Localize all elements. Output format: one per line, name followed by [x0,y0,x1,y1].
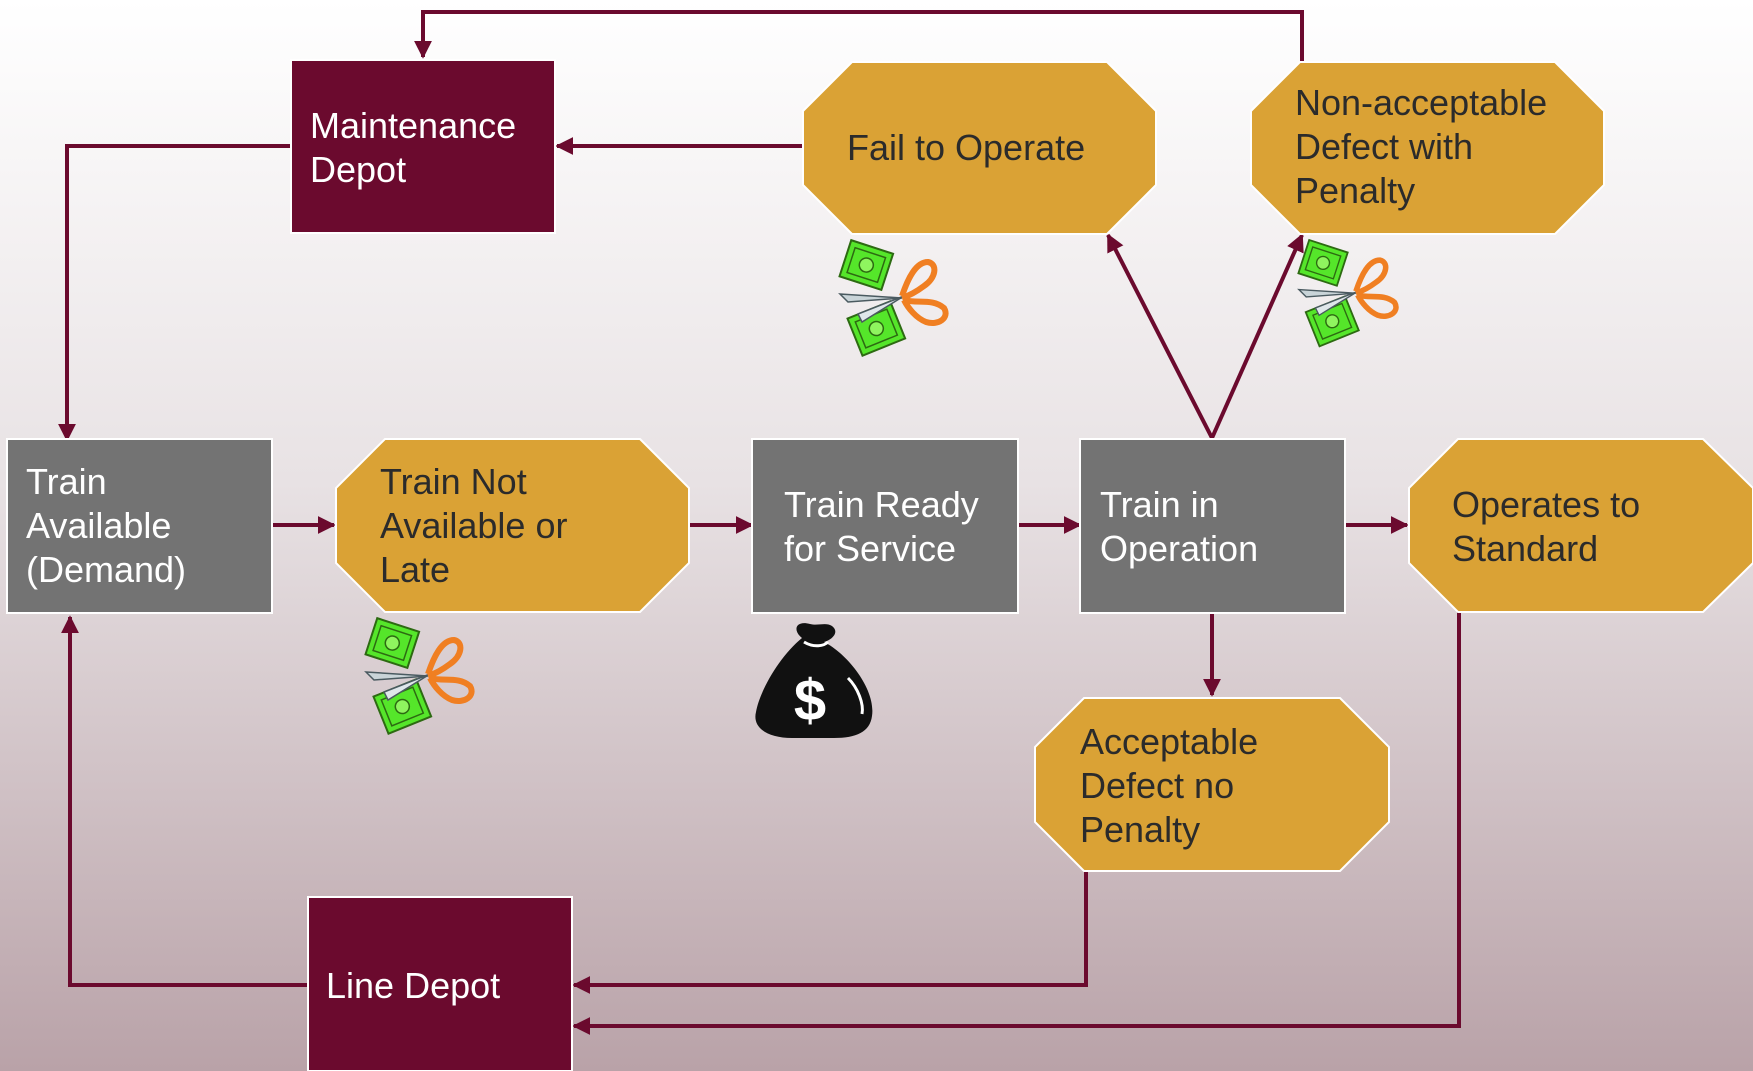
money-scissors-icon [840,240,946,355]
connectors [58,10,1461,1035]
money-scissors-icon [366,618,472,733]
money-scissors-icon [1298,240,1396,346]
train-available-box [6,438,273,614]
operates-to-standard-label: Operates to Standard [1452,484,1641,569]
operates-to-standard-octagon [1408,438,1753,613]
fail-to-operate-label: Fail to Operate [847,127,1086,168]
non-acceptable-defect-label: Non-acceptable Defect with Penalty [1295,82,1548,211]
svg-text:$: $ [794,668,826,733]
arrow-operation-to-fail [1106,233,1214,439]
acceptable-defect-label: Acceptable Defect no Penalty [1080,721,1259,850]
fail-to-operate-octagon [802,61,1157,235]
train-not-available-label: Train Not Available or Late [380,461,568,590]
arrow-acceptable-to-linedepot [572,872,1088,994]
train-available-label: Train Available (Demand) [26,461,187,590]
train-ready-label: Train Ready for Service [784,484,979,569]
train-in-operation-label: Train in Operation [1100,484,1259,569]
line-depot-box [307,896,573,1071]
line-depot-label: Line Depot [326,965,501,1006]
non-acceptable-defect-octagon [1250,61,1605,235]
arrow-noaccept-to-maintenance [414,10,1304,62]
train-ready-box [751,438,1019,614]
train-in-operation-box [1079,438,1346,614]
maintenance-depot-box [290,59,556,234]
arrow-maintenance-to-available [58,144,291,442]
maintenance-depot-label: Maintenance Depot [310,105,517,190]
money-bag-icon: $ [755,623,873,738]
arrow-linedepot-to-available [61,615,308,987]
acceptable-defect-octagon [1034,697,1390,872]
arrow-standard-to-linedepot [572,612,1461,1035]
arrow-operation-to-noaccept [1210,233,1304,439]
train-not-available-octagon [335,438,690,613]
